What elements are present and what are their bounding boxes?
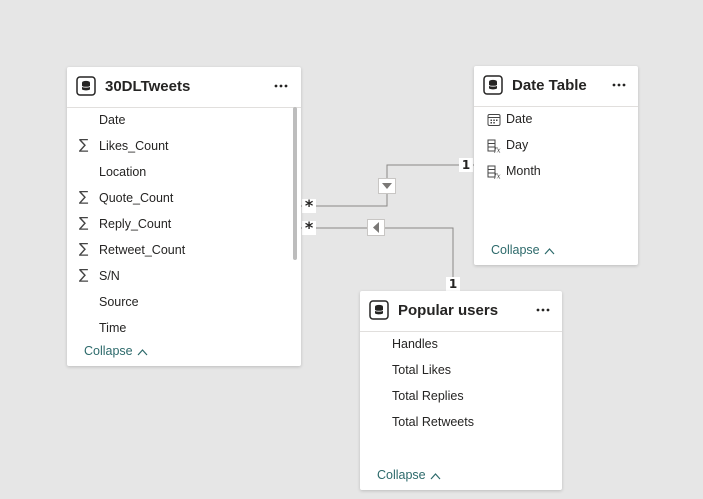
field-label: Quote_Count xyxy=(99,191,174,205)
svg-text:fx: fx xyxy=(493,173,501,180)
table-header[interactable]: Date Table xyxy=(474,66,638,107)
field-row[interactable]: Total Likes xyxy=(360,358,562,384)
table-card-30dltweets[interactable]: 30DLTweets Date ∑ Likes_Count Location ∑… xyxy=(67,67,301,366)
chevron-up-icon xyxy=(430,472,441,480)
field-label: Reply_Count xyxy=(99,217,172,231)
svg-text:fx: fx xyxy=(493,147,501,154)
calculated-column-icon: fx xyxy=(487,165,501,179)
field-row[interactable]: Date xyxy=(474,107,638,133)
table-title: Date Table xyxy=(512,77,587,94)
filter-direction-left-icon[interactable] xyxy=(367,219,385,236)
collapse-button[interactable]: Collapse xyxy=(84,344,148,358)
sum-icon: ∑ xyxy=(79,267,89,283)
field-label: Date xyxy=(506,112,533,126)
field-label: S/N xyxy=(99,269,120,283)
calendar-icon xyxy=(487,114,501,126)
more-options-icon[interactable] xyxy=(530,297,556,323)
one-cardinality-marker: 1 xyxy=(446,277,460,291)
field-label: Total Replies xyxy=(392,389,464,403)
field-row[interactable]: ∑ Quote_Count xyxy=(67,186,301,212)
table-icon xyxy=(76,76,96,96)
calculated-column-icon: fx xyxy=(487,139,501,153)
field-row[interactable]: fx Month xyxy=(474,159,638,185)
field-label: Date xyxy=(99,113,126,127)
field-row[interactable]: Handles xyxy=(360,332,562,358)
field-label: Total Retweets xyxy=(392,415,474,429)
table-card-popular-users[interactable]: Popular users Handles Total Likes Total … xyxy=(360,291,562,490)
field-label: Source xyxy=(99,295,139,309)
sum-icon: ∑ xyxy=(79,215,89,231)
field-row[interactable]: fx Day xyxy=(474,133,638,159)
field-label: Likes_Count xyxy=(99,139,169,153)
table-title: Popular users xyxy=(398,302,499,319)
table-header[interactable]: Popular users xyxy=(360,291,562,332)
collapse-label: Collapse xyxy=(377,468,426,482)
chevron-up-icon xyxy=(137,348,148,356)
table-title: 30DLTweets xyxy=(105,78,191,95)
collapse-button[interactable]: Collapse xyxy=(377,468,441,482)
field-row[interactable]: Date xyxy=(67,108,301,134)
field-row[interactable]: Total Retweets xyxy=(360,410,562,436)
chevron-up-icon xyxy=(544,247,555,255)
table-card-date-table[interactable]: Date Table Date xyxy=(474,66,638,265)
field-label: Location xyxy=(99,165,147,179)
table-icon xyxy=(483,75,503,95)
field-label: Retweet_Count xyxy=(99,243,186,257)
sum-icon: ∑ xyxy=(79,137,89,153)
field-row[interactable]: ∑ Retweet_Count xyxy=(67,238,301,264)
sum-icon: ∑ xyxy=(79,189,89,205)
collapse-label: Collapse xyxy=(84,344,133,358)
field-label: Time xyxy=(99,321,127,335)
field-row[interactable]: ∑ S/N xyxy=(67,264,301,290)
collapse-button[interactable]: Collapse xyxy=(491,243,555,257)
field-row[interactable]: Time xyxy=(67,316,301,342)
many-cardinality-marker: * xyxy=(302,198,316,214)
field-row[interactable]: Total Replies xyxy=(360,384,562,410)
collapse-label: Collapse xyxy=(491,243,540,257)
many-cardinality-marker: * xyxy=(302,220,316,236)
field-label: Day xyxy=(506,138,529,152)
table-icon xyxy=(369,300,389,320)
field-row[interactable]: Source xyxy=(67,290,301,316)
relationship-line-tweets-users xyxy=(301,227,454,292)
more-options-icon[interactable] xyxy=(606,72,632,98)
field-row[interactable]: ∑ Reply_Count xyxy=(67,212,301,238)
field-row[interactable]: ∑ Likes_Count xyxy=(67,134,301,160)
field-label: Total Likes xyxy=(392,363,452,377)
one-cardinality-marker: 1 xyxy=(459,158,473,172)
field-row[interactable]: Location xyxy=(67,160,301,186)
field-label: Handles xyxy=(392,337,438,351)
more-options-icon[interactable] xyxy=(268,73,294,99)
table-header[interactable]: 30DLTweets xyxy=(67,67,301,108)
sum-icon: ∑ xyxy=(79,241,89,257)
field-list-scrollbar[interactable] xyxy=(293,107,297,260)
filter-direction-down-icon[interactable] xyxy=(378,178,396,194)
field-label: Month xyxy=(506,164,541,178)
